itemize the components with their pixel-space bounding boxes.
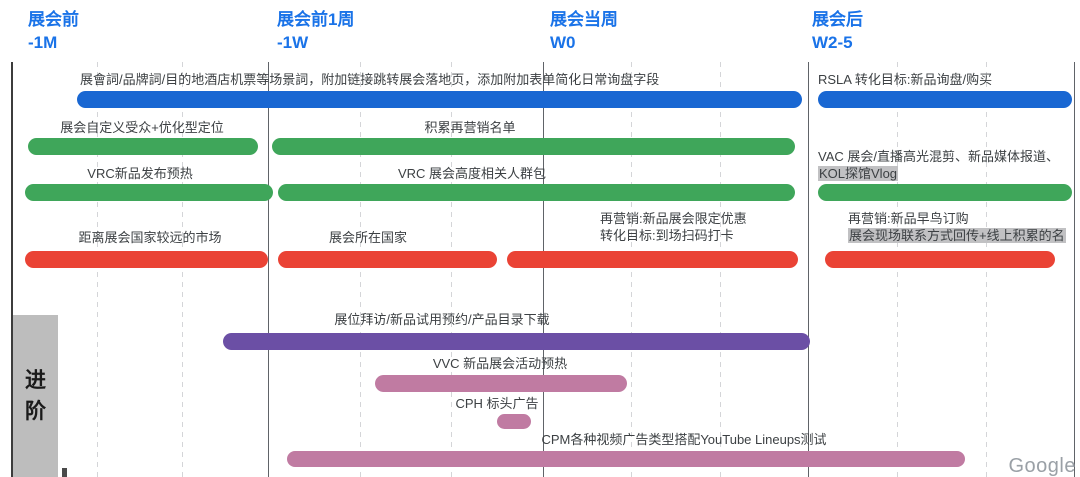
custom-audience-bar bbox=[28, 138, 258, 155]
phase-divider-line bbox=[543, 62, 544, 477]
show-week-remarketing-line2: 转化目标:到场扫码打卡 bbox=[600, 228, 734, 243]
booth-visit-label: 展位拜访/新品试用预约/产品目录下载 bbox=[334, 312, 550, 327]
post-show-remarketing-line1: 再营销:新品早鸟订购 bbox=[848, 211, 969, 226]
show-week-remarketing-label: 再营销:新品展会限定优惠 转化目标:到场扫码打卡 bbox=[600, 210, 747, 244]
phase-title: 展会当周 bbox=[550, 10, 618, 29]
phase-header-pre-month: 展会前 -1M bbox=[28, 8, 79, 54]
phase-title: 展会前1周 bbox=[277, 10, 355, 29]
post-show-remarketing-bar bbox=[825, 251, 1055, 268]
grid-dashed-line bbox=[897, 62, 898, 477]
phase-range: W2-5 bbox=[812, 33, 853, 52]
rsla-bar bbox=[818, 91, 1072, 108]
post-show-remarketing-label: 再营销:新品早鸟订购 展会现场联系方式回传+线上积累的名 bbox=[848, 210, 1066, 244]
remarketing-list-bar bbox=[272, 138, 795, 155]
google-watermark: Google bbox=[1008, 455, 1076, 477]
post-show-remarketing-line2-highlighted: 展会现场联系方式回传+线上积累的名 bbox=[848, 228, 1066, 243]
advanced-section-box: 进阶 bbox=[13, 315, 58, 477]
grid-dashed-line bbox=[986, 62, 987, 477]
vvc-teaser-label: VVC 新品展会活动预热 bbox=[432, 356, 568, 371]
show-week-remarketing-line1: 再营销:新品展会限定优惠 bbox=[600, 211, 747, 226]
custom-audience-label: 展会自定义受众+优化型定位 bbox=[60, 120, 224, 135]
search-campaign-label: 展會詞/品牌詞/目的地酒店机票等场景詞，附加链接跳转展会落地页，添加附加表单简化… bbox=[80, 72, 660, 87]
phase-divider-line bbox=[808, 62, 809, 477]
cph-masthead-label: CPH 标头广告 bbox=[455, 396, 539, 411]
vac-recap-line2-highlighted: KOL探馆Vlog bbox=[818, 166, 899, 181]
host-country-label: 展会所在国家 bbox=[328, 230, 408, 245]
vrc-audience-bar bbox=[278, 184, 795, 201]
advanced-section-label: 进阶 bbox=[25, 369, 46, 423]
remarketing-list-label: 积累再营销名单 bbox=[424, 120, 516, 135]
phase-range: -1M bbox=[28, 33, 58, 52]
vac-recap-bar bbox=[818, 184, 1072, 201]
phase-header-pre-week: 展会前1周 -1W bbox=[277, 8, 354, 54]
phase-header-post-show: 展会后 W2-5 bbox=[812, 8, 863, 54]
grid-dashed-line bbox=[451, 62, 452, 477]
phase-range: W0 bbox=[550, 33, 576, 52]
vrc-teaser-bar bbox=[25, 184, 273, 201]
rsla-label: RSLA 转化目标:新品询盘/购买 bbox=[818, 72, 993, 87]
grid-dashed-line bbox=[631, 62, 632, 477]
phase-divider-line bbox=[268, 62, 269, 477]
booth-visit-bar bbox=[223, 333, 810, 350]
phase-range: -1W bbox=[277, 33, 309, 52]
vrc-teaser-label: VRC新品发布预热 bbox=[87, 166, 193, 181]
host-country-bar bbox=[278, 251, 497, 268]
phase-title: 展会前 bbox=[28, 10, 79, 29]
vac-recap-line1: VAC 展会/直播高光混剪、新品媒体报道、 bbox=[818, 149, 1059, 164]
grid-dashed-line bbox=[720, 62, 721, 477]
grid-dashed-line bbox=[182, 62, 183, 477]
far-markets-bar bbox=[25, 251, 268, 268]
phase-divider-line bbox=[11, 62, 13, 477]
far-markets-label: 距离展会国家较远的市场 bbox=[78, 230, 222, 245]
bottom-edge-tick bbox=[62, 468, 67, 477]
cph-masthead-bar bbox=[497, 414, 531, 429]
vac-recap-label: VAC 展会/直播高光混剪、新品媒体报道、 KOL探馆Vlog bbox=[818, 148, 1059, 182]
phase-title: 展会后 bbox=[812, 10, 863, 29]
phase-header-show-week: 展会当周 W0 bbox=[550, 8, 618, 54]
phase-divider-line bbox=[1074, 62, 1075, 477]
grid-dashed-line bbox=[97, 62, 98, 477]
vvc-teaser-bar bbox=[375, 375, 627, 392]
show-week-remarketing-bar bbox=[507, 251, 798, 268]
cpm-video-bar bbox=[287, 451, 965, 467]
search-campaign-bar bbox=[77, 91, 802, 108]
grid-dashed-line bbox=[360, 62, 361, 477]
vrc-audience-label: VRC 展会高度相关人群包 bbox=[397, 166, 547, 181]
cpm-video-label: CPM各种视频广告类型搭配YouTube Lineups测试 bbox=[541, 432, 827, 447]
